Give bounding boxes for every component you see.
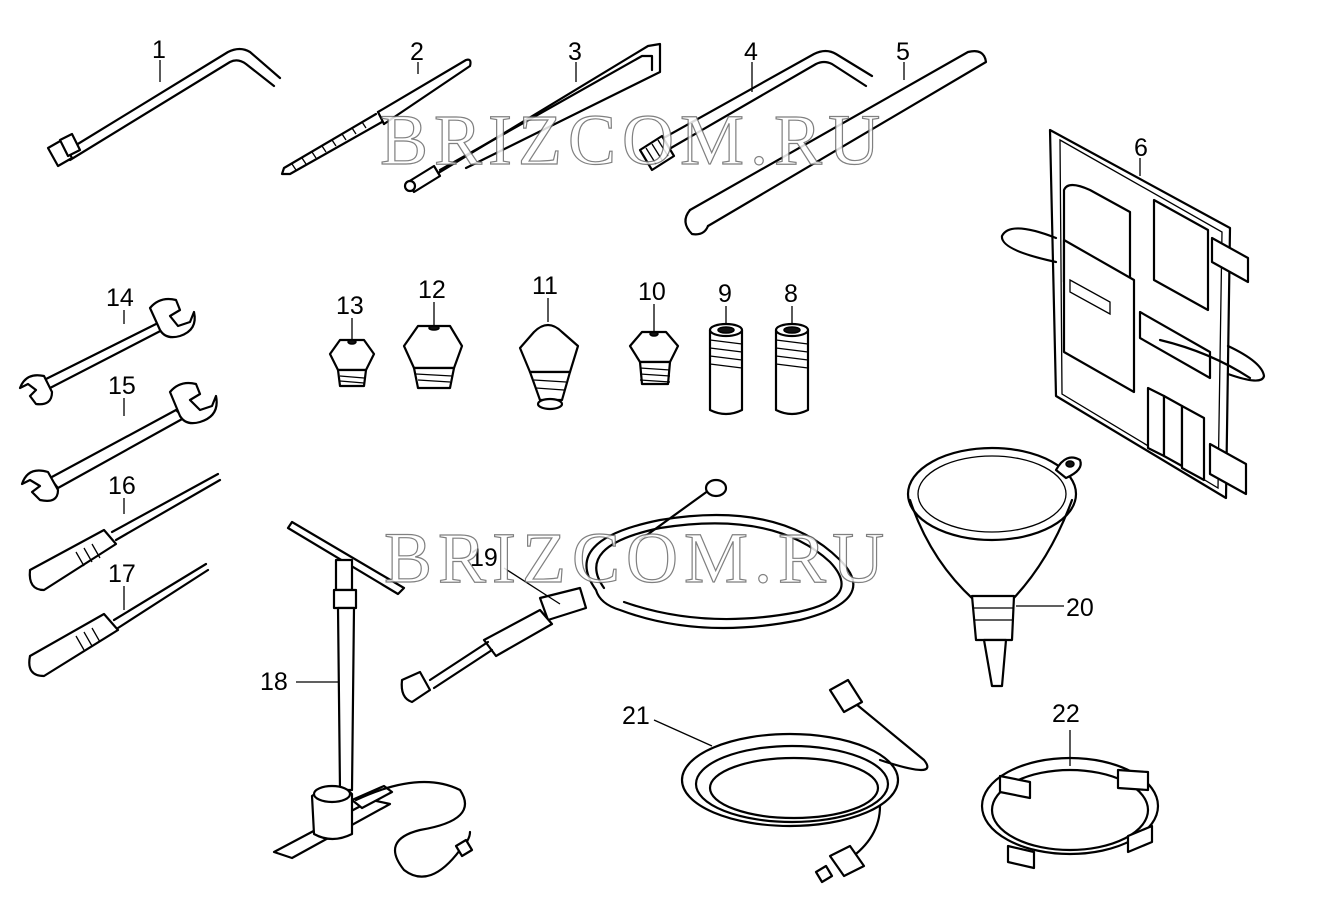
part-6-tool-pouch [1000, 128, 1266, 500]
callout-11: 11 [532, 272, 558, 300]
part-15-wrench [20, 381, 218, 502]
callout-4: 4 [744, 38, 758, 66]
callout-17: 17 [108, 560, 136, 588]
part-5-tube [684, 50, 988, 236]
callout-6: 6 [1134, 134, 1148, 162]
part-19-hose [400, 478, 855, 704]
callout-12: 12 [418, 276, 446, 304]
part-11-nozzle [518, 323, 580, 411]
part-14-wrench [18, 297, 196, 406]
part-18-pump [272, 520, 474, 878]
callout-20: 20 [1066, 594, 1094, 622]
leader-lines [123, 60, 1141, 766]
part-16-screwdriver [28, 472, 222, 592]
callout-8: 8 [784, 280, 798, 308]
callout-10: 10 [638, 278, 666, 306]
part-22-burner-ring [980, 756, 1160, 870]
callout-13: 13 [336, 292, 364, 320]
callout-3: 3 [568, 38, 582, 66]
watermark-top: BRIZCOM.RU [380, 100, 886, 180]
callout-16: 16 [108, 472, 136, 500]
callout-1: 1 [152, 36, 166, 64]
part-4-l-rod [638, 49, 874, 172]
part-10-nozzle [628, 330, 680, 386]
callout-22: 22 [1052, 700, 1080, 728]
part-20-funnel [906, 446, 1082, 688]
callout-18: 18 [260, 668, 288, 696]
callout-14: 14 [106, 284, 134, 312]
part-2-drill-rod [280, 58, 472, 176]
callout-15: 15 [108, 372, 136, 400]
part-17-screwdriver [28, 562, 210, 678]
part-1-hex-key [46, 47, 282, 168]
callout-2: 2 [410, 38, 424, 66]
watermark-middle: BRIZCOM.RU [384, 518, 890, 598]
callout-9: 9 [718, 280, 732, 308]
part-21-coiled-hose [680, 678, 929, 884]
part-13-nozzle [328, 338, 376, 388]
part-9-sleeve [708, 322, 744, 416]
part-8-sleeve [774, 322, 810, 416]
part-12-nozzle [402, 324, 464, 390]
callout-19: 19 [470, 544, 498, 572]
callout-5: 5 [896, 38, 910, 66]
part-3-hook-tool [403, 42, 662, 194]
callout-21: 21 [622, 702, 650, 730]
